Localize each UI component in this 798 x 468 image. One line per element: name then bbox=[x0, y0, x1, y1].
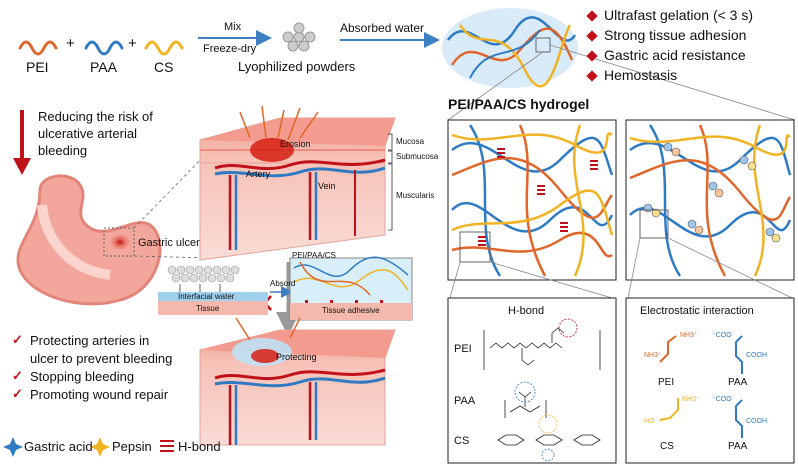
cs-label: CS bbox=[154, 59, 174, 75]
check-icon: ✓ bbox=[12, 368, 23, 383]
plus-sign: + bbox=[128, 35, 137, 52]
check-icon: ✓ bbox=[12, 386, 23, 401]
tissue-block-top bbox=[199, 105, 396, 261]
interfacial-water-icon bbox=[158, 265, 268, 315]
check-icon: ✓ bbox=[12, 332, 23, 347]
absord-label: Absord bbox=[270, 279, 296, 288]
muscularis-label: Muscularis bbox=[396, 191, 435, 200]
gastric-ulcer-label: Gastric ulcer bbox=[138, 237, 200, 249]
legend-h-bond: H-bond bbox=[178, 439, 221, 454]
paa-chain-icon bbox=[84, 40, 124, 56]
feature-item: Hemostasis bbox=[604, 67, 678, 83]
legend-gastric-acid: Gastric acid bbox=[24, 439, 93, 454]
lyophilized-label: Lyophilized powders bbox=[238, 59, 356, 74]
electro-cs-label: CS bbox=[660, 441, 674, 452]
absorbed-water-label: Absorbed water bbox=[340, 21, 425, 35]
vein-label: Vein bbox=[318, 181, 336, 191]
electro-cooh-label: COOH bbox=[746, 418, 767, 425]
feature-item: Ultrafast gelation (< 3 s) bbox=[604, 7, 754, 23]
submucosa-label: Submucosa bbox=[396, 152, 439, 161]
benefit-item: Protecting arteries in bbox=[30, 333, 150, 348]
risk-text-line: ulcerative arterial bbox=[38, 126, 137, 141]
electro-cooh-label: COOH bbox=[746, 352, 767, 359]
cs-chain-icon bbox=[144, 40, 184, 56]
protecting-label: Protecting bbox=[276, 352, 317, 362]
risk-text-line: bleeding bbox=[38, 143, 88, 158]
benefit-item: Promoting wound repair bbox=[30, 387, 169, 402]
freeze-dry-label: Freeze-dry bbox=[203, 43, 257, 55]
electro-nh3-label: NH3⁺ bbox=[644, 352, 662, 359]
tissue-adhesive-label: Tissue adhesive bbox=[322, 306, 380, 315]
pei-structure-icon bbox=[483, 318, 601, 370]
paa-label: PAA bbox=[90, 59, 117, 75]
hbond-network-panel bbox=[447, 119, 617, 281]
hbond-panel-title: H-bond bbox=[508, 305, 545, 317]
hydrogel-blob-icon bbox=[442, 8, 578, 88]
pepsin-legend-icon bbox=[90, 437, 110, 457]
electro-paa2-structure-icon bbox=[735, 399, 743, 438]
risk-text-line: Reducing the risk of bbox=[38, 109, 153, 124]
tissue-adhesive-icon bbox=[289, 256, 413, 321]
electro-paa-structure-icon bbox=[735, 335, 743, 374]
benefit-item: Stopping bleeding bbox=[30, 369, 135, 384]
pei-chain-icon bbox=[18, 40, 58, 56]
electro-cs-structure-icon bbox=[659, 398, 679, 421]
electro-pei-structure-icon bbox=[659, 335, 677, 363]
electro-coo-label: ⁻COO bbox=[712, 332, 732, 339]
electro-coo-label: ⁻COO bbox=[712, 396, 732, 403]
electrostatic-network-panel bbox=[625, 119, 795, 281]
tissue-block-bottom bbox=[199, 317, 396, 446]
hbond-chemistry-panel bbox=[447, 297, 617, 464]
erosion-label: Erosion bbox=[280, 139, 311, 149]
interfacial-water-label: Interfacial water bbox=[178, 292, 235, 301]
hydrogel-title: PEI/PAA/CS hydrogel bbox=[448, 96, 590, 112]
stomach-icon bbox=[16, 174, 162, 306]
tissue-label: Tissue bbox=[196, 304, 220, 313]
gastric-acid-legend-icon bbox=[3, 437, 23, 457]
mucosa-label: Mucosa bbox=[396, 137, 425, 146]
hbond-cs-label: CS bbox=[454, 435, 470, 447]
pei-paa-cs-label: PEI/PAA/CS bbox=[292, 251, 336, 260]
mix-label: Mix bbox=[224, 21, 242, 33]
hbond-pei-label: PEI bbox=[454, 343, 472, 355]
electro-paa-label: PAA bbox=[728, 377, 748, 388]
hbond-legend-icon bbox=[160, 440, 174, 452]
electro-chemistry-panel bbox=[625, 297, 795, 464]
electro-panel-title: Electrostatic interaction bbox=[640, 305, 754, 317]
legend-pepsin: Pepsin bbox=[112, 439, 152, 454]
electro-nh3-label: NH3⁺ bbox=[680, 332, 698, 339]
electro-ho-label: HO bbox=[644, 418, 655, 425]
feature-item: Gastric acid resistance bbox=[604, 47, 746, 63]
pei-label: PEI bbox=[26, 59, 49, 75]
benefit-item: ulcer to prevent bleeding bbox=[30, 351, 173, 366]
cs-structure-icon bbox=[497, 414, 601, 462]
electro-pei-label: PEI bbox=[658, 377, 675, 388]
hbond-paa-label: PAA bbox=[454, 395, 476, 407]
artery-label: Artery bbox=[246, 169, 271, 179]
powder-icon bbox=[282, 22, 316, 52]
plus-sign: + bbox=[66, 35, 75, 52]
feature-item: Strong tissue adhesion bbox=[604, 27, 747, 43]
electro-paa2-label: PAA bbox=[728, 441, 748, 452]
electro-nh3-label: NH3⁺ bbox=[682, 396, 700, 403]
